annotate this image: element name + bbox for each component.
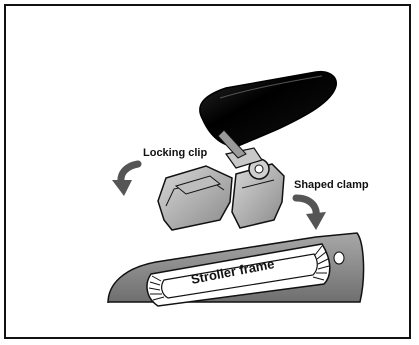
handle (200, 72, 336, 158)
rotate-arrow-down-icon (296, 198, 326, 230)
label-locking-clip: Locking clip (143, 147, 207, 159)
diagram-frame: Stroller frame Locking clip Shaped clamp (4, 4, 411, 339)
stroller-clamp-illustration: Stroller frame (6, 6, 409, 337)
rotate-arrow-left-icon (112, 164, 138, 196)
label-shaped-clamp: Shaped clamp (294, 179, 369, 191)
clamp-assembly (158, 148, 284, 230)
